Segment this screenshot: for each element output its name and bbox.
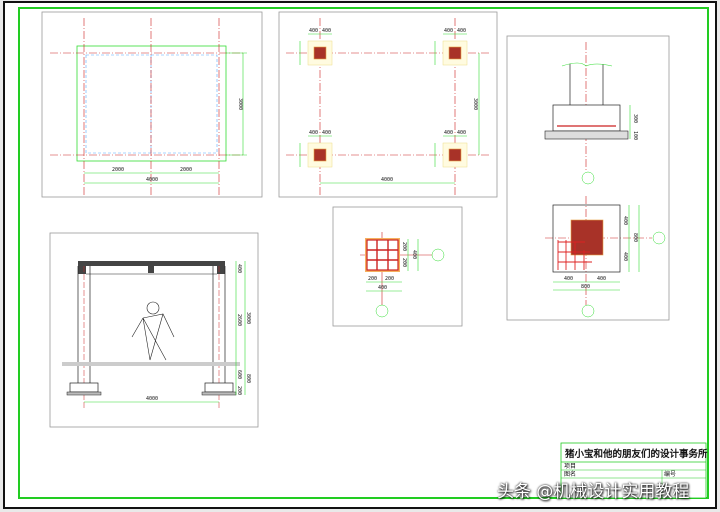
dim-label: 200 (401, 258, 407, 267)
dim-label: 200 (368, 276, 377, 282)
company-name: 猪小宝和他的朋友们的设计事务所 (564, 448, 708, 460)
dim-label: 600 (236, 370, 242, 379)
column-pad (307, 40, 468, 168)
number-label: 编号 (664, 470, 676, 478)
human-figure (131, 301, 175, 361)
column-section-view[interactable]: 200 200 400 200 200 400 (332, 206, 463, 327)
dim-label: 200 (401, 242, 407, 251)
drawing-name-label: 图名 (564, 470, 576, 478)
dim-label: 800 (581, 284, 590, 290)
dim-label: 300 (632, 114, 638, 123)
dim-label: 4000 (381, 177, 393, 183)
dim-label: 400 (322, 28, 331, 34)
dim-label: 400 (236, 264, 242, 273)
dim-label: 4000 (146, 396, 158, 402)
dim-label: 400 (457, 28, 466, 34)
dim-label: 2000 (180, 167, 192, 173)
dim-label: 400 (597, 276, 606, 282)
dim-label: 400 (309, 130, 318, 136)
title-block: 猪小宝和他的朋友们的设计事务所 项目 图名 编号 (560, 442, 708, 499)
dim-label: 400 (564, 276, 573, 282)
axis-bubble (581, 171, 595, 185)
dim-label: 400 (322, 130, 331, 136)
axis-bubble (652, 231, 666, 245)
drawing-frame (18, 7, 709, 499)
dim-label: 4000 (146, 177, 158, 183)
dim-label: 400 (457, 130, 466, 136)
dim-label: 2600 (236, 314, 242, 326)
dim-label: 3000 (237, 98, 243, 110)
dim-label: 200 (236, 386, 242, 395)
dim-label: 400 (622, 216, 628, 225)
gravel-bed (544, 130, 629, 140)
dim-label: 3000 (472, 98, 478, 110)
axis-bubble (431, 248, 445, 262)
dim-label: 2000 (112, 167, 124, 173)
dim-label: 400 (444, 130, 453, 136)
dim-label: 400 (444, 28, 453, 34)
elevation-view[interactable]: 4000 400 2600 3000 600 200 800 (49, 232, 259, 428)
footing-detail-view[interactable]: 300 100 400 400 800 400 400 800 (506, 35, 670, 321)
axis-bubble (375, 304, 389, 318)
watermark: 头条 @机械设计实用教程 (497, 482, 690, 502)
axis-bubble (581, 304, 595, 318)
dim-label: 200 (385, 276, 394, 282)
foundation-plan-view[interactable]: 400 400 400 400 400 400 400 400 4000 300… (278, 11, 498, 198)
dim-label: 3000 (245, 312, 251, 324)
dim-label: 400 (411, 250, 417, 259)
dim-label: 400 (309, 28, 318, 34)
dim-label: 400 (378, 285, 387, 291)
plan-view[interactable]: 2000 2000 4000 3000 (41, 11, 263, 198)
dim-label: 800 (245, 374, 251, 383)
ground-line (62, 362, 240, 366)
dim-label: 100 (632, 131, 638, 140)
dim-label: 400 (622, 252, 628, 261)
project-label: 项目 (564, 463, 576, 470)
dim-label: 800 (632, 233, 638, 242)
